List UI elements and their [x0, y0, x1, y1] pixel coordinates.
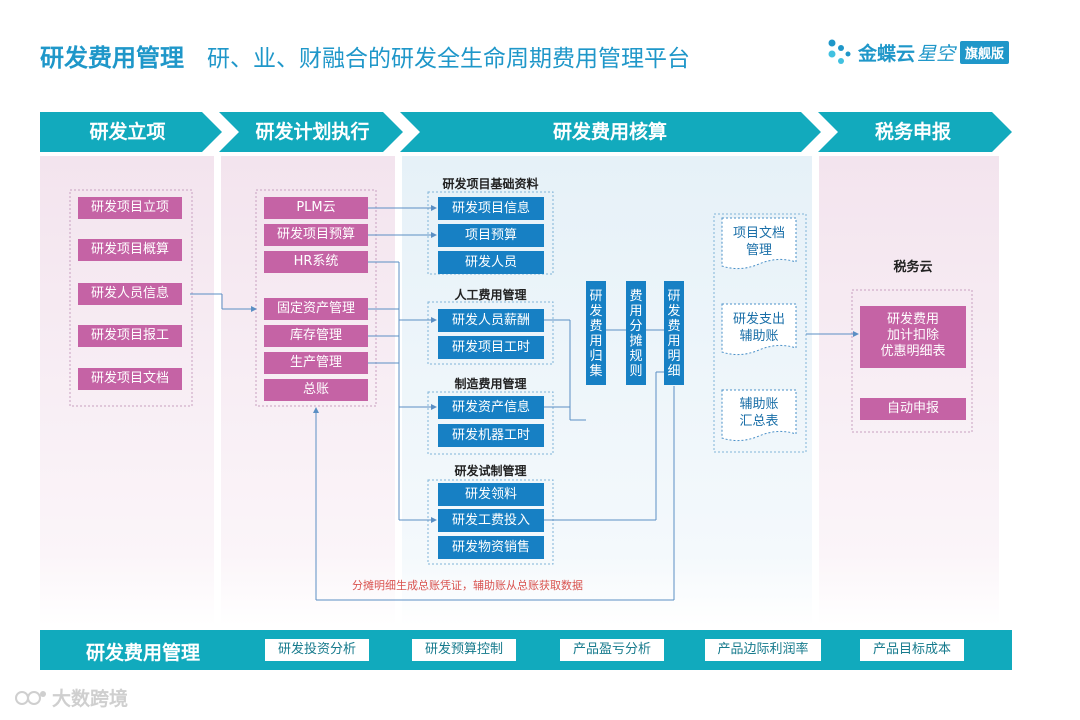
phase-label-accounting: 研发费用核算 [552, 121, 667, 143]
doc-line: 辅助账 [739, 397, 779, 412]
vbar-char: 发 [667, 304, 681, 319]
group-item: 研发人员薪酬 [438, 309, 544, 332]
watermark-text: 大数跨境 [52, 688, 129, 710]
tax-deduction-box: 研发费用 加计扣除 优惠明细表 [860, 306, 966, 368]
brand-name-2: 星空 [917, 42, 956, 65]
setup-item: 研发项目概算 [78, 239, 182, 261]
phase-arrow-2 [219, 112, 403, 152]
phase-arrow-3 [400, 112, 821, 152]
watermark: 大数跨境 [14, 684, 128, 711]
group-head: 人工费用管理 [454, 288, 527, 302]
footer-note: 分摊明细生成总账凭证，辅助账从总账获取数据 [352, 579, 583, 592]
vbar-allocation-rule: 费用分摊规则 [626, 281, 646, 385]
doc-project-archive: 项目文档 管理 [717, 226, 801, 266]
vbar-char: 集 [589, 364, 603, 379]
group-item: 研发资产信息 [438, 396, 544, 419]
vbar-char: 细 [667, 364, 681, 379]
bottom-item: 研发投资分析 [265, 639, 369, 661]
brand-badge: 旗舰版 [960, 40, 1010, 64]
vbar-collect: 研发费用归集 [586, 281, 606, 385]
doc-line: 辅助账 [739, 329, 779, 344]
brand-name: 金蝶云 [858, 42, 916, 65]
group-item: 研发领料 [438, 483, 544, 506]
bottom-item: 产品盈亏分析 [560, 639, 664, 661]
plan-item: 总账 [264, 379, 368, 401]
group-item: 研发工费投入 [438, 509, 544, 532]
group-item: 研发物资销售 [438, 536, 544, 559]
bottom-title: 研发费用管理 [86, 642, 201, 664]
auto-declare-box: 自动申报 [860, 398, 966, 420]
vbar-char: 则 [629, 364, 643, 379]
plan-item: 生产管理 [264, 352, 368, 374]
group-item: 项目预算 [438, 224, 544, 247]
vbar-char: 明 [667, 349, 681, 364]
brand-dots-icon [828, 39, 851, 64]
tax-box-line: 加计扣除 [886, 328, 939, 343]
phase-label-setup: 研发立项 [89, 121, 166, 143]
vbar-char: 用 [589, 334, 603, 349]
plan-item: 库存管理 [264, 325, 368, 347]
column-bg-setup [40, 156, 214, 626]
plan-item: HR系统 [264, 251, 368, 273]
tax-cloud-head: 税务云 [893, 260, 933, 275]
vbar-char: 用 [629, 304, 643, 319]
tax-box-line: 研发费用 [886, 312, 939, 327]
group-item: 研发人员 [438, 251, 544, 274]
group-item: 研发机器工时 [438, 424, 544, 447]
phase-label-tax: 税务申报 [874, 121, 951, 143]
vbar-char: 分 [629, 319, 643, 334]
group-head: 研发项目基础资料 [442, 177, 539, 191]
vbar-char: 规 [629, 349, 643, 364]
bottom-bar [40, 630, 1012, 670]
doc-ledger-summary: 辅助账 汇总表 [717, 397, 801, 437]
vbar-detail: 研发费用明细 [664, 281, 684, 385]
vbar-char: 归 [589, 349, 603, 364]
phase-arrow-1 [40, 112, 222, 152]
plan-item: PLM云 [264, 197, 368, 219]
page-title: 研发费用管理 [40, 44, 184, 72]
tax-box-line: 优惠明细表 [880, 344, 946, 359]
column-bg-tax [819, 156, 999, 626]
setup-item: 研发项目报工 [78, 325, 182, 347]
page-subtitle: 研、业、财融合的研发全生命周期费用管理平台 [207, 46, 690, 72]
vbar-char: 研 [667, 289, 681, 304]
setup-item: 研发项目立项 [78, 197, 182, 219]
setup-item: 研发人员信息 [78, 283, 182, 305]
phase-label-plan: 研发计划执行 [255, 121, 370, 143]
plan-item: 研发项目预算 [264, 224, 368, 246]
group-item: 研发项目信息 [438, 197, 544, 220]
bottom-item: 产品目标成本 [860, 639, 964, 661]
watermark-logo-icon [15, 690, 46, 705]
vbar-char: 费 [667, 319, 681, 334]
vbar-char: 研 [589, 289, 603, 304]
bottom-item: 产品边际利润率 [705, 639, 821, 661]
doc-line: 项目文档 [732, 226, 785, 241]
vbar-char: 费 [629, 289, 643, 304]
bottom-item: 研发预算控制 [412, 639, 516, 661]
phase-arrow-4 [818, 112, 1012, 152]
group-head: 制造费用管理 [454, 377, 527, 391]
doc-line: 研发支出 [732, 312, 785, 327]
vbar-char: 发 [589, 304, 603, 319]
setup-item: 研发项目文档 [78, 368, 182, 390]
brand-logo: 金蝶云 星空 旗舰版 [826, 36, 1010, 68]
doc-line: 管理 [745, 243, 772, 258]
vbar-char: 摊 [629, 334, 643, 349]
vbar-char: 费 [589, 319, 603, 334]
doc-rd-ledger: 研发支出 辅助账 [717, 312, 801, 352]
plan-item: 固定资产管理 [264, 298, 368, 320]
group-item: 研发项目工时 [438, 336, 544, 359]
group-head: 研发试制管理 [454, 464, 527, 478]
vbar-char: 用 [667, 334, 681, 349]
doc-line: 汇总表 [739, 414, 779, 429]
